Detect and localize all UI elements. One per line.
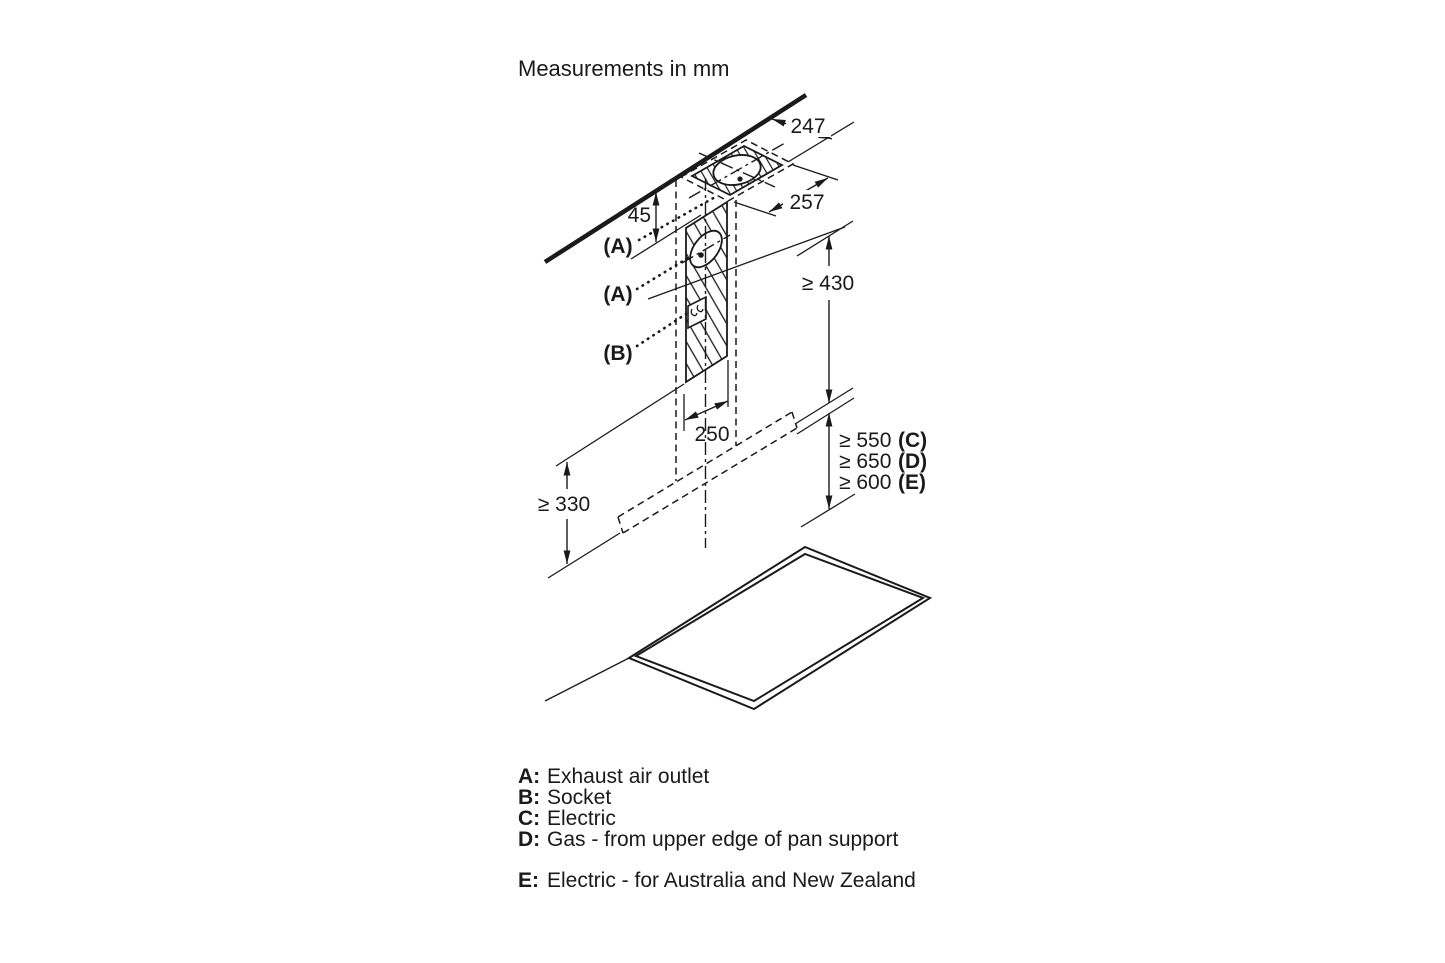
clearance-code-e: (E): [898, 471, 926, 494]
clearance-code-d: (D): [898, 450, 927, 473]
legend-text-e: Electric - for Australia and New Zealand: [547, 869, 916, 892]
dimension-247: 247: [771, 112, 855, 163]
wall-base-line: [544, 657, 630, 702]
dimension-257: 257: [733, 164, 839, 217]
clearance-top-extension: [796, 397, 855, 435]
clearance-value-e: ≥ 600: [839, 471, 891, 494]
dimension-247-value: 247: [790, 115, 825, 138]
dimension-250-line: [684, 400, 729, 421]
dimension-430-value: ≥ 430: [802, 272, 854, 295]
dimension-330-top-extension: [555, 383, 685, 467]
label-b-socket: (B): [603, 342, 632, 365]
wall-outlet-center-mark: [698, 252, 704, 258]
legend-key-e: E:: [518, 869, 539, 892]
projection-line-430: [647, 226, 846, 300]
dimension-257-text-mask: [783, 190, 830, 213]
legend-text-a: Exhaust air outlet: [547, 765, 709, 788]
countertop-inner-edge: [633, 552, 926, 703]
dimension-247-text-mask: [786, 112, 831, 137]
dimension-hob-clearance: ≥ 550 (C) ≥ 650 (D) ≥ 600 (E): [796, 397, 927, 528]
dimension-45-value: 45: [628, 204, 651, 227]
clearance-bottom-extension: [800, 493, 856, 528]
dimension-430-bottom-extension: [794, 387, 854, 425]
wall-outlet-centerline: [681, 234, 731, 264]
callout-labels: (A) (A) (B): [603, 194, 719, 365]
countertop-outer-edge: [626, 545, 933, 711]
dimension-257-value: 257: [789, 191, 824, 214]
legend-key-c: C:: [518, 807, 540, 830]
legend-text-b: Socket: [547, 786, 611, 809]
page-title: Measurements in mm: [518, 56, 730, 81]
dimension-45-extension-line: [630, 214, 702, 260]
leader-a-ceiling: [637, 194, 719, 242]
socket-symbol: [687, 295, 707, 330]
label-a-wall: (A): [603, 283, 632, 306]
dimension-250: 250: [683, 360, 730, 446]
dimension-430-top-extension: [796, 220, 854, 257]
ceiling-outlet-center-mark: [737, 176, 743, 182]
dimension-257-extension-line-far: [792, 164, 839, 181]
chimney-flue-projection: [675, 178, 737, 548]
ceiling-line: [543, 93, 808, 264]
wall-mounting-panel: [681, 200, 731, 384]
clearance-value-d: ≥ 650: [839, 450, 891, 473]
ceiling-plate-centerline-depth: [698, 152, 776, 188]
legend: A: Exhaust air outlet B: Socket C: Elect…: [518, 765, 916, 892]
countertop: [544, 545, 933, 711]
legend-key-b: B:: [518, 786, 540, 809]
legend-key-d: D:: [518, 828, 540, 851]
dimension-45: 45: [628, 192, 702, 260]
leader-a-wall: [635, 256, 690, 291]
legend-key-a: A:: [518, 765, 540, 788]
legend-text-d: Gas - from upper edge of pan support: [547, 828, 899, 851]
wall-panel-hatched-face: [685, 200, 728, 384]
dimension-250-value: 250: [694, 423, 729, 446]
label-a-ceiling: (A): [603, 235, 632, 258]
dimension-330-value: ≥ 330: [538, 493, 590, 516]
socket-contact-marks: [690, 304, 704, 317]
dimension-247-extension-line: [787, 121, 855, 163]
clearance-code-c: (C): [898, 429, 927, 452]
dimension-330: ≥ 330: [538, 383, 685, 579]
legend-text-c: Electric: [547, 807, 616, 830]
leader-b-socket: [635, 312, 688, 348]
ceiling-cutout-dashed-outline: [679, 139, 795, 202]
dimension-257-extension-line-near: [733, 201, 777, 217]
dimension-330-bottom-extension: [547, 532, 621, 579]
clearance-value-c: ≥ 550: [839, 429, 891, 452]
dimension-430: ≥ 430: [794, 220, 854, 425]
ceiling-plate: [679, 139, 795, 202]
